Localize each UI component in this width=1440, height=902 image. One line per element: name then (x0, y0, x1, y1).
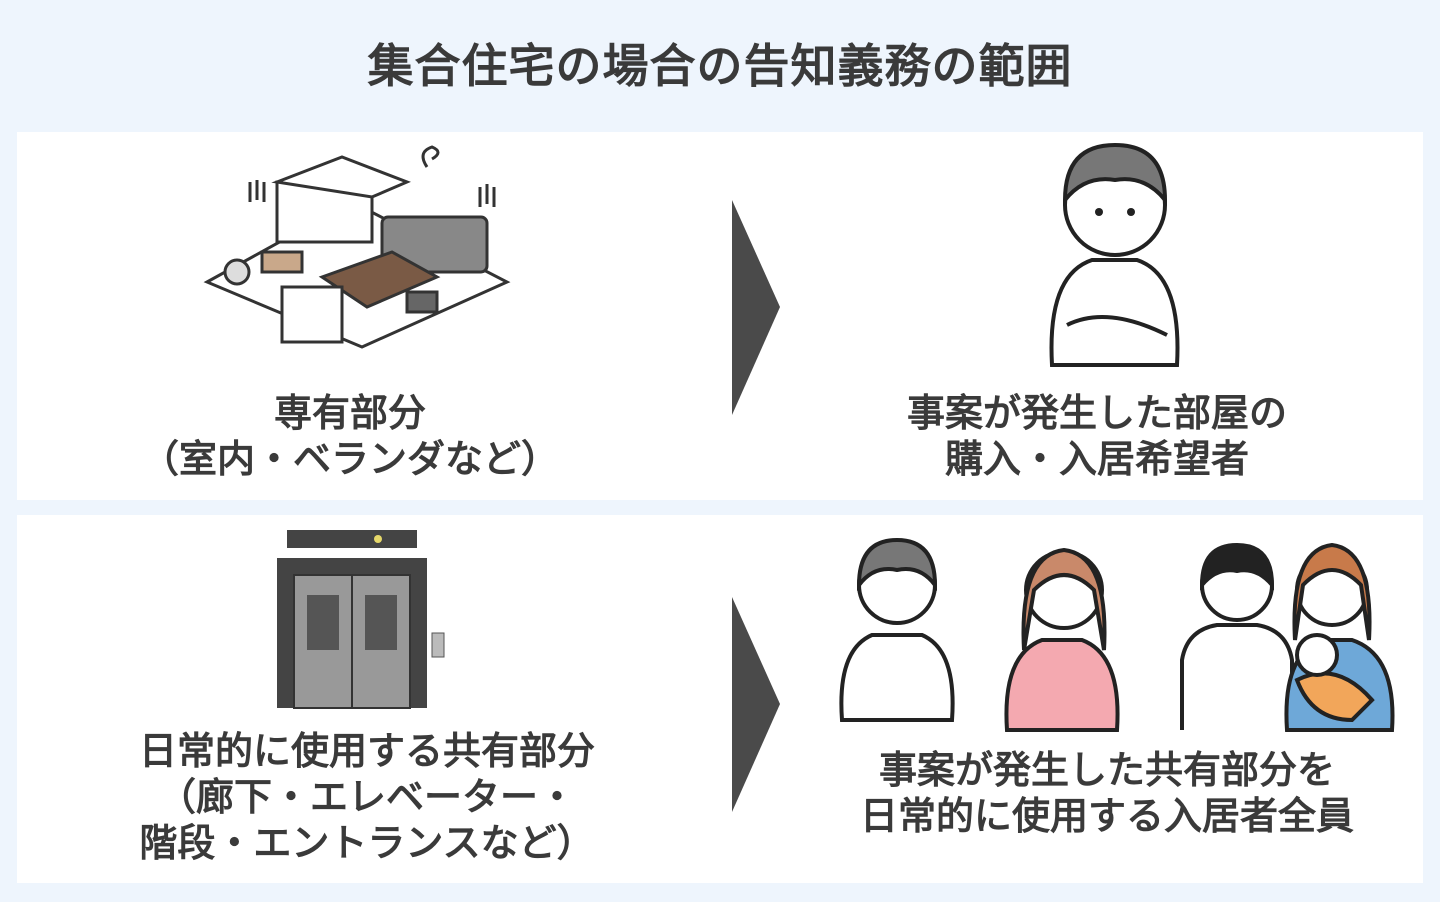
label-line: 日常的に使用する共有部分 (138, 729, 595, 773)
label-line: 日常的に使用する入居者全員 (859, 794, 1354, 838)
man-standing (1180, 542, 1294, 730)
label-line: （廊下・エレベーター・ (157, 775, 576, 819)
elevator-illustration (277, 530, 445, 709)
label-line: 専有部分 (273, 391, 426, 435)
page-title: 集合住宅の場合の告知義務の範囲 (367, 39, 1073, 93)
person-arms-crossed-illustration (1049, 142, 1180, 367)
woman-praying (1004, 547, 1120, 732)
all-residents-label: 事案が発生した共有部分を 日常的に使用する入居者全員 (797, 747, 1417, 839)
label-line: 事案が発生した共有部分を (878, 748, 1335, 792)
private-area-label: 専有部分 （室内・ベランダなど） (100, 390, 600, 482)
label-line: （室内・ベランダなど） (140, 437, 559, 481)
label-line: 階段・エントランスなど） (139, 821, 595, 865)
apartment-room-illustration (203, 145, 511, 349)
row-common-area: 日常的に使用する共有部分 （廊下・エレベーター・ 階段・エントランスなど） (17, 515, 1423, 883)
common-area-label: 日常的に使用する共有部分 （廊下・エレベーター・ 階段・エントランスなど） (47, 728, 687, 866)
row-private-area: 専有部分 （室内・ベランダなど） 事案が発生した部屋の 購入・入居希望者 (17, 132, 1423, 500)
residents-group-illustration (839, 537, 1395, 732)
label-line: 事案が発生した部屋の (906, 391, 1287, 435)
man-arms-crossed (839, 537, 955, 722)
prospective-buyer-label: 事案が発生した部屋の 購入・入居希望者 (847, 390, 1347, 482)
woman-holding-baby (1284, 542, 1395, 732)
label-line: 購入・入居希望者 (944, 437, 1249, 481)
arrow-right-icon (732, 200, 780, 415)
arrow-right-icon (732, 597, 780, 812)
